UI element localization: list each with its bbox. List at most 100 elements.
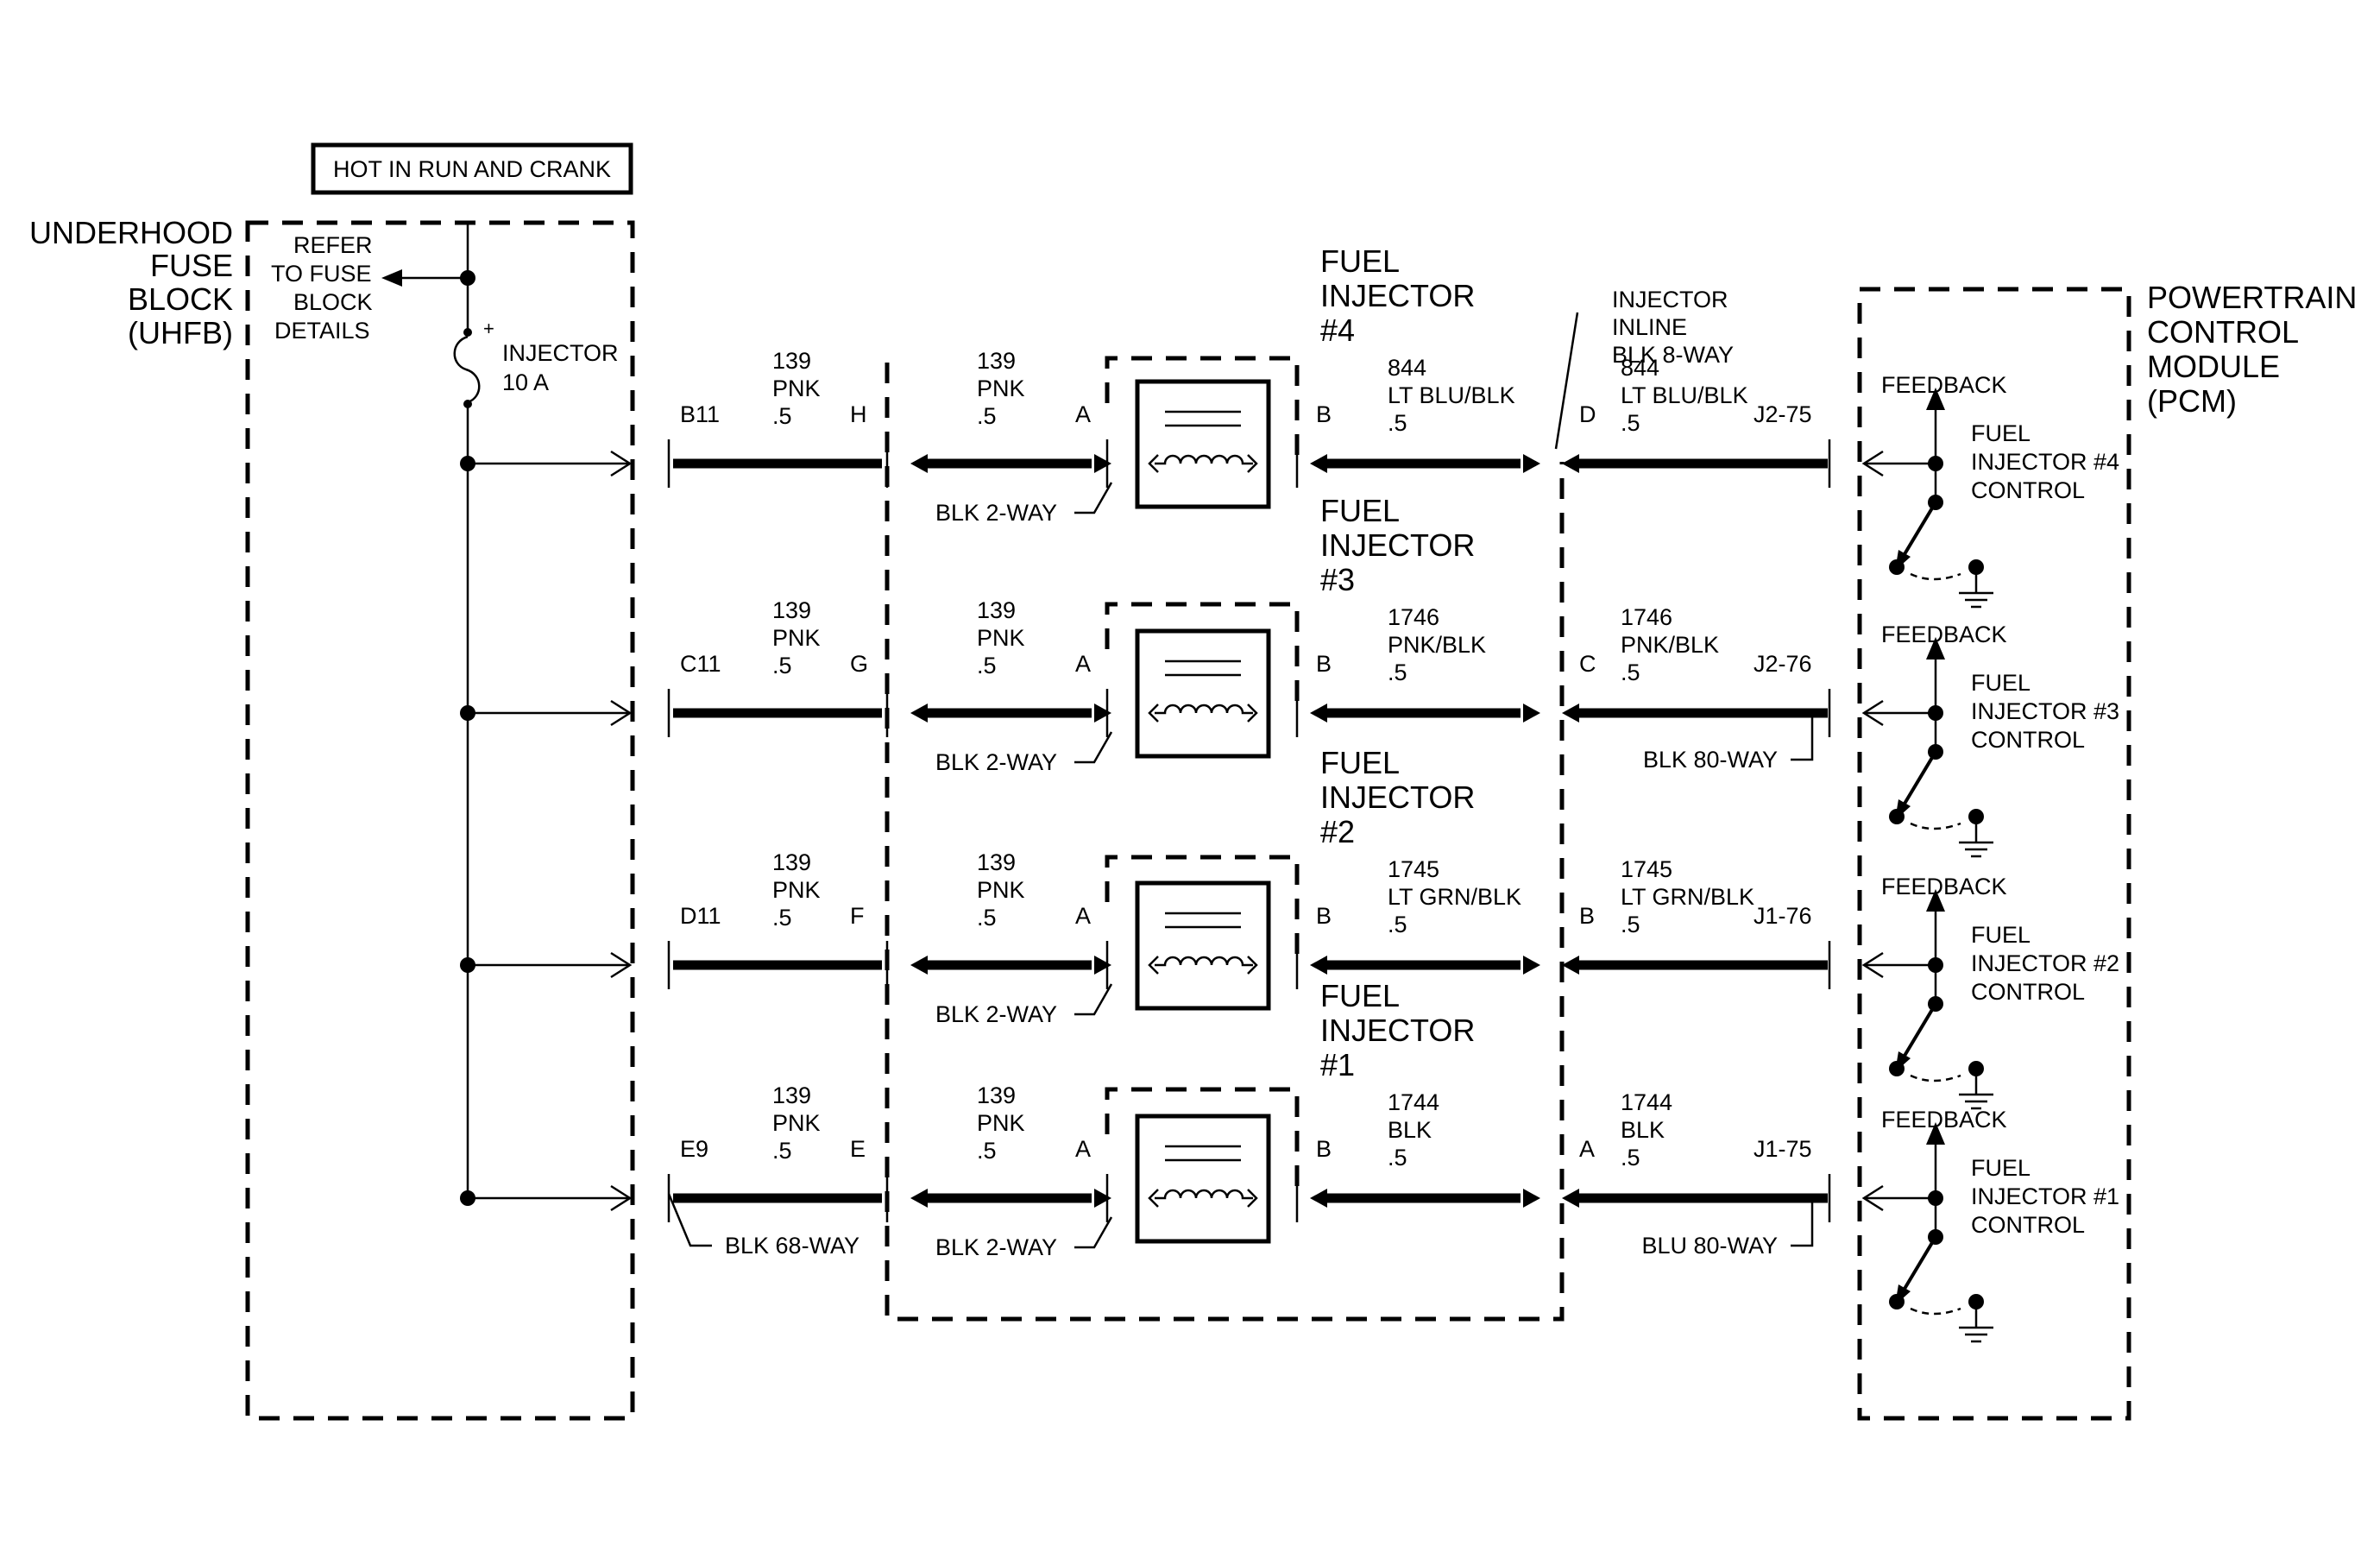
uhfb-box	[245, 220, 635, 1421]
row-2-injector-coil	[1155, 704, 1253, 715]
row-3-inline-pin-right-label: B	[1579, 903, 1595, 929]
fuse-terminal-bottom	[463, 400, 472, 408]
bus-node-refer	[460, 270, 475, 286]
row-4-injector-enclosure	[1105, 1087, 1300, 1186]
row-3-switch-gap	[1910, 1074, 1961, 1082]
row-3-wire-1-circuit: 139	[772, 849, 811, 875]
row-1-injector-title-line-3: #4	[1320, 312, 1355, 348]
row-1-wire-2-color: PNK	[977, 375, 1025, 401]
uhfb-connector-leader	[667, 1193, 712, 1247]
row-1-injector-title-line-2: INJECTOR	[1320, 278, 1475, 313]
row-4-wire-4-circuit: 1744	[1621, 1089, 1672, 1115]
row-2-injector-body	[1135, 628, 1271, 759]
row-3-uhfb-pin-arrow	[610, 951, 633, 979]
row-4-wire-2-right-head	[1094, 1189, 1111, 1208]
row-2-wire-2-color: PNK	[977, 625, 1025, 651]
refer-line-4: DETAILS	[274, 318, 370, 344]
row-3-injector-pin-b-label: B	[1316, 903, 1332, 929]
row-1-wire-4-circuit: 844	[1621, 355, 1659, 381]
row-3-wire-4-gauge: .5	[1621, 912, 1640, 937]
row-3-pcm-pin-label: J1-76	[1754, 903, 1812, 929]
row-3-feedback-arrow	[1926, 889, 1945, 912]
row-2-injector-title-line-1: FUEL	[1320, 493, 1400, 528]
row-2-inline-pin-right-label: C	[1579, 651, 1596, 677]
row-4-wire-3-right-head	[1523, 1189, 1540, 1208]
row-4-pcm-pin-label: J1-75	[1754, 1136, 1812, 1162]
row-3-uhfb-pin-label: D11	[680, 903, 721, 929]
row-1-wire-1-gauge: .5	[772, 403, 792, 429]
row-4-wire-1-color: PNK	[772, 1110, 821, 1136]
row-3-injector-coil	[1155, 956, 1253, 967]
row-2-inline-pin-left-label: G	[850, 651, 868, 677]
row-3-injector-title-line-3: #2	[1320, 814, 1355, 849]
fuse-name: INJECTOR	[502, 340, 619, 366]
row-2-uhfb-pin-arrow	[610, 699, 633, 727]
row-1-wire-3-color: LT BLU/BLK	[1388, 382, 1515, 408]
row-2-pcm-pin-label: J2-76	[1754, 651, 1812, 677]
row-1-injector-coil-left-tip	[1148, 454, 1159, 473]
row-3-injector-pin-a-label: A	[1075, 903, 1091, 929]
row-3-wire-3-color: LT GRN/BLK	[1388, 884, 1521, 910]
row-3-wire-4-circuit: 1745	[1621, 856, 1672, 882]
pcm-box	[1857, 287, 2131, 1421]
row-1-injector-pin-a-label: A	[1075, 401, 1091, 427]
row-1-uhfb-pin-arrow	[610, 450, 633, 477]
row-4-wire-4-gauge: .5	[1621, 1145, 1640, 1171]
row-3-injector-title-line-2: INJECTOR	[1320, 779, 1475, 815]
row-2-control-label-line-1: FUEL	[1971, 670, 2031, 696]
row-3-wire-1-gauge: .5	[772, 905, 792, 931]
hot-in-run-label: HOT IN RUN AND CRANK	[333, 156, 611, 182]
pcm-j1-connector-leader	[1791, 1194, 1814, 1247]
row-2-control-label-line-2: INJECTOR #3	[1971, 698, 2119, 724]
row-1-uhfb-pin-label: B11	[680, 401, 720, 427]
row-4-injector-coil-left-tip	[1148, 1189, 1159, 1208]
row-4-injector-title-line-1: FUEL	[1320, 978, 1400, 1013]
pcm-title-line-4: (PCM)	[2147, 383, 2237, 419]
row-3-injector-coil-right-tip	[1247, 956, 1258, 975]
inline-label-leader	[1554, 312, 1579, 450]
row-4-wire-2-circuit: 139	[977, 1082, 1016, 1108]
row-2-injector-pin-b-label: B	[1316, 651, 1332, 677]
row-4-inline-pin-right-label: A	[1579, 1136, 1595, 1162]
row-2-wire-2-right-head	[1094, 704, 1111, 723]
row-1-injector-title-line-1: FUEL	[1320, 243, 1400, 279]
row-4-uhfb-pin-label: E9	[680, 1136, 708, 1162]
row-3-wire-3-circuit: 1745	[1388, 856, 1439, 882]
row-4-wire-1-circuit: 139	[772, 1082, 811, 1108]
row-2-feedback-label: FEEDBACK	[1881, 622, 2007, 647]
row-1-wire-2-circuit: 139	[977, 348, 1016, 374]
fuse-symbol	[453, 335, 481, 404]
row-1-control-label-line-1: FUEL	[1971, 420, 2031, 446]
row-4-wire-3-gauge: .5	[1388, 1145, 1407, 1171]
row-4-wire-2-color: PNK	[977, 1110, 1025, 1136]
row-2-wire-4-circuit: 1746	[1621, 604, 1672, 630]
row-4-control-label-line-3: CONTROL	[1971, 1212, 2085, 1238]
row-4-switch-gap	[1910, 1307, 1961, 1316]
row-4-feedback-arrow	[1926, 1122, 1945, 1145]
row-2-switch-gap	[1910, 822, 1961, 830]
refer-note: REFER TO FUSE BLOCK DETAILS	[271, 232, 373, 344]
row-4-wire-4-color: BLK	[1621, 1117, 1665, 1143]
row-1-pcm-pin-label: J2-75	[1754, 401, 1812, 427]
row-3-control-label-line-2: INJECTOR #2	[1971, 950, 2119, 976]
row-4-wire-2-gauge: .5	[977, 1138, 997, 1164]
row-1-control-label-line-3: CONTROL	[1971, 477, 2085, 503]
row-1-wire-1-circuit: 139	[772, 348, 811, 374]
row-1-wire-4-color: LT BLU/BLK	[1621, 382, 1748, 408]
row-1-injector-coil	[1155, 454, 1253, 465]
refer-line-3: BLOCK	[293, 289, 373, 315]
row-2-wire-1-color: PNK	[772, 625, 821, 651]
refer-arrow-head	[381, 269, 402, 287]
row-3-injector-connector-leader	[1074, 983, 1113, 1016]
row-2-injector-enclosure	[1105, 602, 1300, 701]
row-4-injector-connector-leader	[1074, 1216, 1113, 1249]
row-4-injector-title-line-3: #1	[1320, 1047, 1355, 1082]
row-4-inline-pin-left-label: E	[850, 1136, 866, 1162]
row-3-wire-4-color: LT GRN/BLK	[1621, 884, 1754, 910]
row-3-wire-3-gauge: .5	[1388, 912, 1407, 937]
refer-line-1: REFER	[293, 232, 373, 258]
row-3-injector-connector-label: BLK 2-WAY	[935, 1001, 1057, 1027]
row-4-injector-pin-b-label: B	[1316, 1136, 1332, 1162]
row-2-wire-4-gauge: .5	[1621, 659, 1640, 685]
